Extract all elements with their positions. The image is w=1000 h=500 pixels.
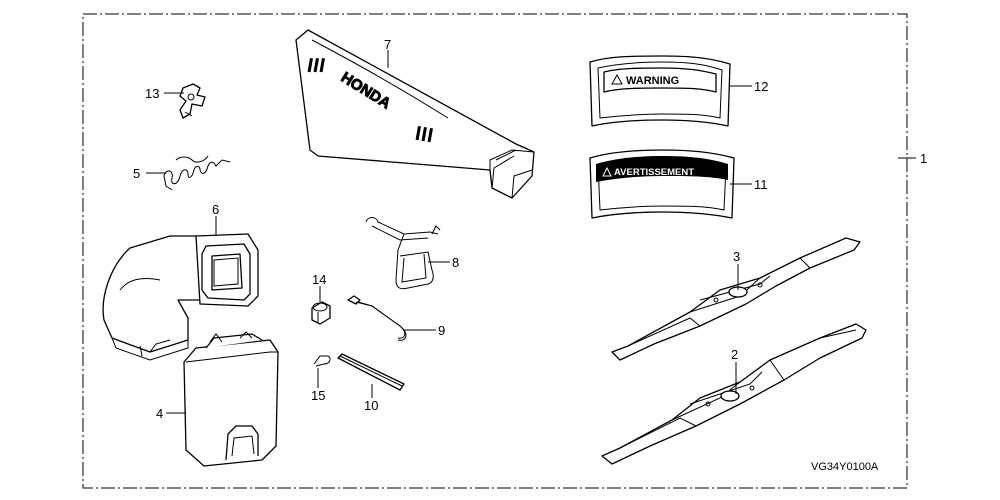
diagram-code: VG34Y0100A <box>811 461 879 473</box>
nut-part <box>311 301 331 325</box>
callouts: 1 2 3 4 5 6 7 8 9 10 11 12 13 14 15 <box>133 37 927 421</box>
callout-7: 7 <box>384 37 391 52</box>
chute-elbow-part <box>102 233 259 361</box>
pin-clip-part <box>313 355 331 367</box>
callout-9: 9 <box>438 323 445 338</box>
avertissement-label-text: AVERTISSEMENT <box>614 167 694 178</box>
callout-1: 1 <box>920 151 927 166</box>
callout-12: 12 <box>754 79 768 94</box>
callout-10: 10 <box>364 398 378 413</box>
leader-lines <box>146 50 916 414</box>
grass-bag-part: HONDA <box>295 29 535 199</box>
callout-4: 4 <box>156 406 163 421</box>
spring-part <box>163 155 231 191</box>
warning-label-part: WARNING <box>589 55 731 127</box>
bag-frame-part <box>365 217 441 290</box>
clip-part <box>179 83 206 119</box>
callout-3: 3 <box>733 249 740 264</box>
callout-13: 13 <box>145 86 159 101</box>
callout-14: 14 <box>312 272 326 287</box>
blade-lower-part <box>601 323 867 465</box>
diagram-frame <box>82 13 908 489</box>
bent-rod-part <box>347 295 407 341</box>
blade-upper-part <box>611 237 861 361</box>
rear-cover-part <box>183 331 279 467</box>
pin-part <box>337 353 405 391</box>
callout-5: 5 <box>133 166 140 181</box>
callout-15: 15 <box>311 388 325 403</box>
warning-label-text: WARNING <box>626 75 679 87</box>
callout-11: 11 <box>754 177 768 192</box>
callout-2: 2 <box>731 347 738 362</box>
callout-6: 6 <box>212 202 219 217</box>
callout-8: 8 <box>452 255 459 270</box>
avertissement-label-part: AVERTISSEMENT <box>589 149 735 219</box>
